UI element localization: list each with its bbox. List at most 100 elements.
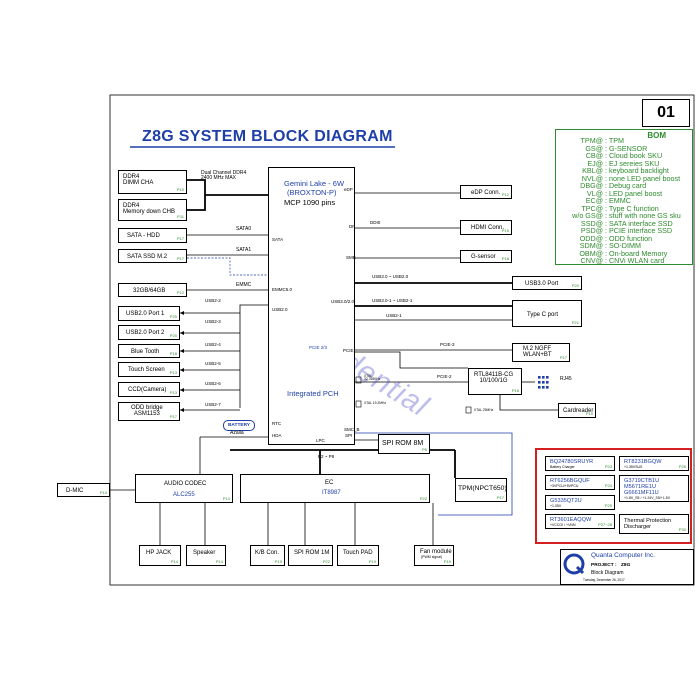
lan-ref: P16 — [511, 388, 519, 393]
ddr4-chb-label: DDR4 Memory down CHB — [123, 203, 176, 216]
rj45-dots — [538, 376, 549, 389]
ec-ref: P22 — [419, 496, 427, 501]
battery-badge: BATTERY — [223, 420, 255, 431]
usb-lane-label: USB2-3 — [205, 319, 221, 324]
port-edp: eDP — [344, 187, 353, 192]
fan-module-label: Fan module — [420, 549, 452, 555]
bom-code: DBG@ — [580, 181, 603, 190]
typec-ref: P21 — [571, 320, 579, 325]
dmic-ref: P14 — [99, 490, 107, 495]
pch-label: Integrated PCH — [287, 389, 339, 398]
hdmi-conn-box: HDMI Conn. P15 — [460, 220, 512, 235]
hp-ref: P14 — [170, 559, 178, 564]
port-usb3: USB3.0/2.0 — [331, 299, 355, 304]
power-ic-ref: P24 — [604, 483, 612, 488]
gs-ref: P18 — [501, 256, 509, 261]
emmc-ref: P12 — [176, 290, 184, 295]
xtal1-label: XTAL 32.768KHz — [364, 374, 381, 382]
doc-title: Block Diagram — [591, 570, 624, 576]
odd-bridge-box: ODD bridge ASM1153 P17 — [118, 402, 180, 421]
speaker-label: Speaker — [193, 550, 216, 556]
sata-ssd-label: SATA SSD M.2 — [127, 254, 168, 260]
bom-desc: : EJ sereies SKU — [605, 158, 660, 168]
project-value: Z8G — [621, 563, 631, 568]
port-pcie: PCIE — [343, 348, 354, 353]
bom-code: KBL@ — [582, 166, 603, 175]
spi-rom-1m-label: SPI ROM 1M — [294, 550, 330, 556]
edp-conn-box: eDP Conn. P12 — [460, 185, 512, 199]
pcie-loop-wire — [355, 351, 468, 369]
bom-row: VL@: LED panel boost — [563, 189, 662, 198]
bom-desc: : G-SENSOR — [605, 143, 648, 153]
touch-pad-box: Touch PAD P19 — [337, 545, 379, 566]
spi-rom-1m-box: SPI ROM 1M P22 — [288, 545, 333, 566]
power-ic-ref: P23 — [604, 464, 612, 469]
edp-ref: P12 — [501, 192, 509, 197]
typec-port-label: Type C port — [527, 312, 559, 318]
bom-code: CNV@ — [580, 256, 603, 265]
hdmi-ref: P15 — [501, 228, 509, 233]
usb3-bus-label: USB3.0 ~ USB2.0 — [372, 274, 409, 279]
power-ic-name: RT8231BGQW — [624, 459, 662, 465]
power-ic-box: G3719CTB1U M5671RE1U G6661MF11U+1.8V_S5 … — [619, 475, 689, 502]
cardreader-label: Cardreader — [563, 408, 594, 414]
bom-desc: : none LED panel boost — [605, 173, 681, 183]
fan-module-sub: (PWM signal) — [421, 555, 443, 559]
bom-row: SDM@: SO-DIMM — [563, 242, 641, 250]
usb-branches — [180, 312, 240, 411]
spi-rom-8m-box: SPI ROM 8M P5 — [378, 434, 430, 454]
title-block: Quanta Computer Inc. PROJECT : Z8G Block… — [560, 549, 694, 585]
port-pcie23: PCIE 2/3 — [309, 345, 328, 350]
power-ic-ref: P30 — [678, 527, 686, 532]
camera-box: CCD(Camera) P13 — [118, 382, 180, 397]
usb-port1-label: USB2.0 Port 1 — [126, 311, 165, 317]
bom-desc: : ODD function — [605, 233, 653, 243]
pcie2-label: PCIE-2 — [437, 374, 452, 379]
usb3-ref: P20 — [571, 283, 579, 288]
bom-desc: : EMMC — [605, 196, 631, 205]
power-ic-name: BQ24780SRUYR — [550, 459, 594, 465]
emmc-box: 32GB/64GB P12 — [118, 283, 187, 297]
hp-jack-box: HP JACK P14 — [139, 545, 181, 566]
bom-desc: : Debug card — [605, 181, 647, 190]
sata-ssd-ref: P17 — [176, 256, 184, 261]
usb-port1-box: USB2.0 Port 1 P20 — [118, 306, 180, 321]
ts-ref: P13 — [169, 370, 177, 375]
usb-lane-label: USB2-5 — [205, 361, 221, 366]
page-frame — [109, 94, 695, 586]
xtal3-label: XTAL 25MHz — [474, 408, 494, 412]
emmc-bus-label: EMMC — [236, 282, 252, 288]
bom-row: NVL@: none LED panel boost — [563, 173, 681, 183]
doc-date: Tuesday, December 26, 2017 — [583, 578, 625, 582]
power-ic-name: G3719CTB1U M5671RE1U G6661MF11U — [624, 478, 660, 496]
bom-row: OBM@: On-board Memory — [563, 249, 667, 258]
bom-row: CNV@: CNVi WLAN card — [563, 256, 665, 265]
xtal2-label: XTAL 19.2MHz — [364, 401, 386, 405]
edp-conn-label: eDP Conn. — [471, 190, 501, 196]
power-ic-rail: +1.05V — [550, 504, 562, 508]
usb-lane-label: USB2-6 — [205, 381, 221, 386]
ddr4-dimm-cha-box: DDR4 DIMM CHA P10 — [118, 170, 187, 194]
lan-box: RTL8411B-CG 10/100/1G P16 — [468, 368, 522, 395]
odd-ref: P17 — [169, 414, 177, 419]
cpu-block: Gemini Lake - 6W (BROXTON-P) MCP 1090 pi… — [268, 167, 360, 445]
power-ic-name: G5335QT2U — [550, 498, 582, 504]
kb-ref: P19 — [274, 559, 282, 564]
rj45-label: RJ45 — [560, 376, 572, 382]
m2-ngff-label: M.2 NGFF WLAN+BT — [523, 346, 552, 359]
m2-ngff-box: M.2 NGFF WLAN+BT P17 — [512, 343, 570, 362]
typec-port-box: Type C port P21 — [512, 300, 582, 327]
xtal-3-icon — [465, 406, 472, 414]
usb2-ref: P20 — [169, 333, 177, 338]
bom-row: KBL@: keyboard backlight — [563, 167, 669, 175]
bom-desc: : TPM — [605, 136, 625, 145]
usb-lane-label: USB2-7 — [205, 402, 221, 407]
bom-code: TPC@ — [581, 203, 603, 213]
